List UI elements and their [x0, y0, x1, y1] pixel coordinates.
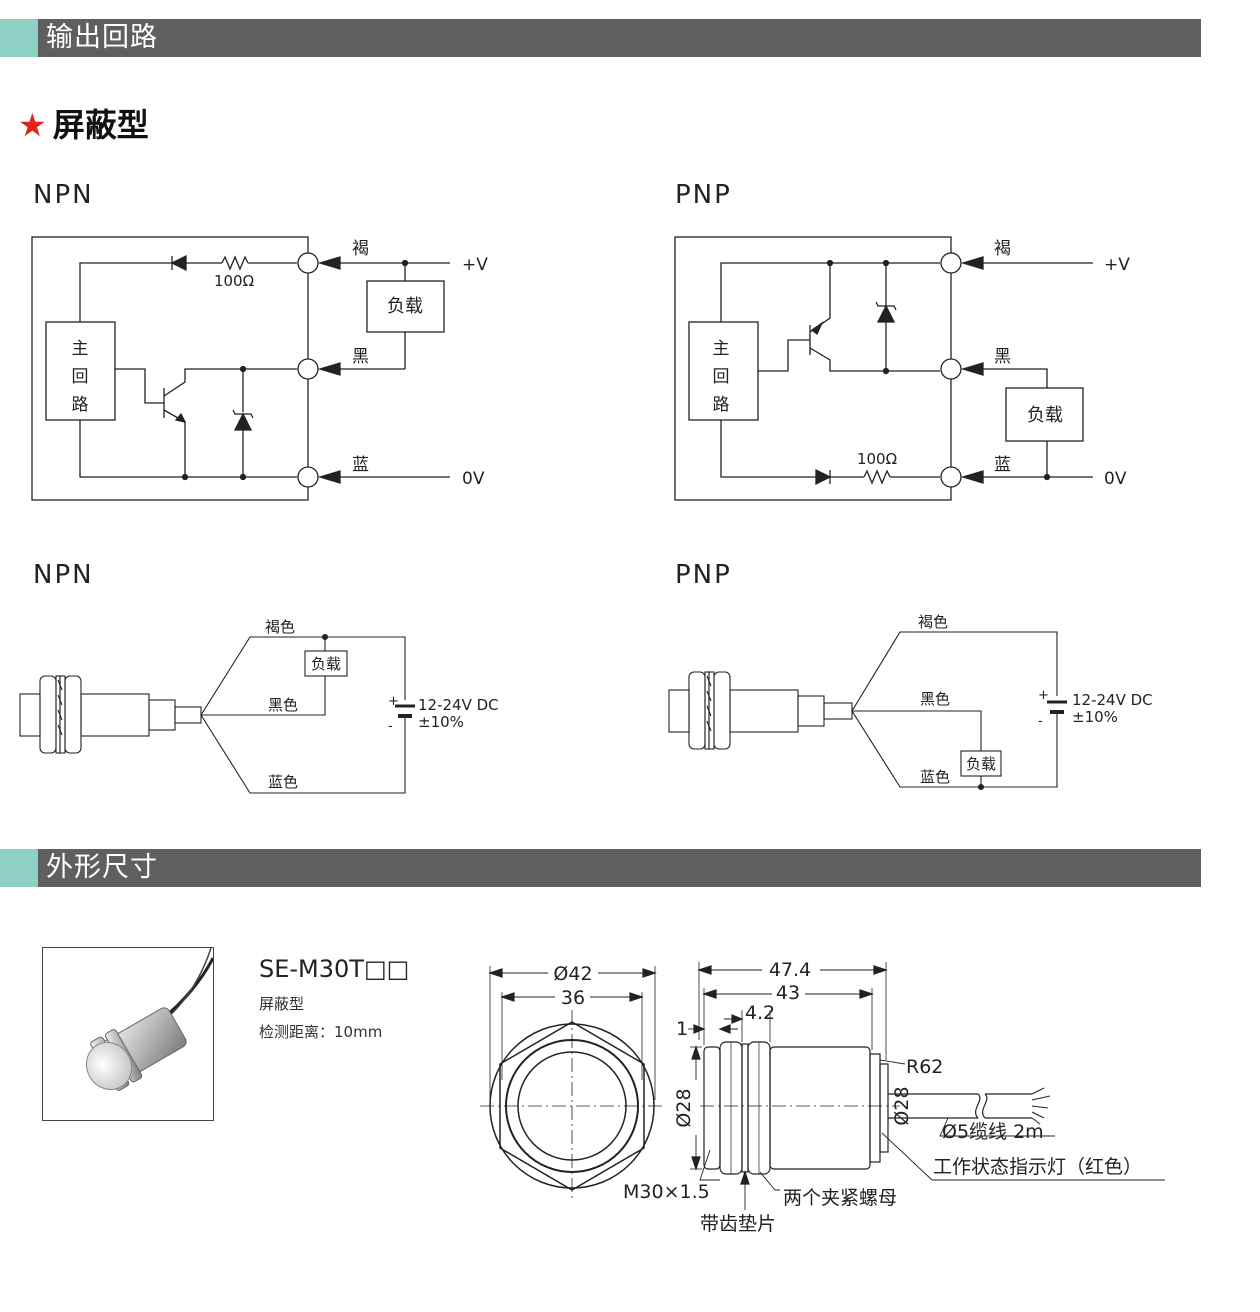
pnp-wiring-label: PNP	[675, 560, 732, 590]
npn-wiring-label: NPN	[33, 560, 94, 590]
section-accent	[0, 849, 38, 887]
dim-l474: 47.4	[769, 959, 811, 981]
npn-main-2: 回	[72, 367, 89, 387]
section-bar-dimensions: 外形尺寸	[0, 849, 1201, 887]
pnp-wiring-black: 黑色	[920, 690, 950, 708]
pnp-plusv-label: +V	[1104, 255, 1130, 275]
section-title-output: 输出回路	[46, 22, 158, 53]
product-type: 屏蔽型	[259, 995, 305, 1013]
product-model: SE-M30T□□	[259, 955, 410, 983]
npn-resistor-icon	[221, 255, 249, 271]
npn-blue-label: 蓝	[352, 455, 369, 475]
pnp-black-label: 黑	[994, 347, 1011, 367]
dim-one: 1	[676, 1018, 688, 1040]
npn-plus: +	[388, 694, 399, 709]
section-title-dimensions: 外形尺寸	[46, 852, 158, 883]
npn-supply-2: ±10%	[418, 713, 464, 731]
npn-wiring-load-box	[304, 650, 348, 677]
product-photo	[42, 947, 215, 1121]
pnp-resistor-label: 100Ω	[857, 450, 897, 468]
dim-nuts: 两个夹紧螺母	[783, 1187, 897, 1209]
dim-d42: Ø42	[553, 963, 592, 985]
npn-main-1: 主	[72, 339, 89, 359]
npn-wiring: 负载 + - 12-24V DC ±10% 褐色 黑色 蓝色	[19, 618, 499, 794]
npn-supply-1: 12-24V DC	[418, 696, 499, 714]
pnp-plus: +	[1038, 688, 1049, 703]
npn-resistor-label: 100Ω	[214, 272, 254, 290]
pnp-supply-2: ±10%	[1072, 708, 1118, 726]
pnp-main-3: 路	[713, 395, 730, 415]
npn-load-label: 负载	[387, 296, 423, 317]
npn-minus: -	[388, 719, 393, 734]
section-bar-output: 输出回路	[0, 19, 1201, 57]
pnp-load-label: 负载	[1027, 405, 1063, 426]
pnp-wiring: 负载 + - 12-24V DC ±10% 褐色 黑色 蓝色	[668, 613, 1153, 791]
npn-wiring-brown: 褐色	[265, 618, 295, 636]
side-view	[688, 962, 1165, 1210]
npn-wiring-black: 黑色	[268, 696, 298, 714]
sensor-photo-icon	[85, 947, 215, 1091]
npn-load-box	[366, 280, 445, 333]
star-icon: ★	[18, 106, 47, 144]
pnp-blue-label: 蓝	[994, 455, 1011, 475]
pnp-main-2: 回	[713, 367, 730, 387]
dim-thread: M30×1.5	[623, 1181, 710, 1203]
npn-zerov-label: 0V	[462, 469, 485, 489]
dim-r62: R62	[906, 1056, 943, 1078]
pnp-minus: -	[1038, 714, 1043, 729]
npn-brown-label: 褐	[352, 239, 369, 259]
pnp-load-box	[1005, 387, 1084, 442]
npn-circuit-label: NPN	[33, 180, 94, 210]
dim-indicator: 工作状态指示灯（红色）	[933, 1156, 1142, 1178]
dim-l43: 43	[776, 982, 800, 1004]
npn-wiring-blue: 蓝色	[268, 773, 298, 791]
pnp-circuit: 主 回 路 100Ω 褐 黑	[674, 236, 1130, 501]
npn-main-3: 路	[72, 395, 89, 415]
pnp-circuit-label: PNP	[675, 180, 732, 210]
pnp-zerov-label: 0V	[1104, 469, 1127, 489]
pnp-wiring-load: 负载	[966, 755, 996, 773]
dim-cable: Ø5缆线 2m	[942, 1121, 1044, 1143]
npn-plusv-label: +V	[462, 255, 488, 275]
pnp-diode-icon	[815, 468, 832, 486]
section-accent	[0, 19, 38, 57]
front-view	[480, 966, 664, 1200]
dim-l42: 4.2	[745, 1002, 775, 1024]
dim-washer: 带齿垫片	[700, 1213, 776, 1235]
dim-d36: 36	[561, 987, 585, 1009]
pnp-wiring-blue: 蓝色	[920, 768, 950, 786]
section-band	[38, 19, 1201, 57]
shielded-heading: ★屏蔽型	[18, 100, 149, 146]
pnp-wiring-brown: 褐色	[918, 613, 948, 631]
npn-wiring-load: 负载	[311, 655, 341, 673]
dim-d28-right: Ø28	[891, 1086, 913, 1125]
pnp-wiring-load-box	[960, 750, 1002, 777]
product-distance: 检测距离：10mm	[259, 1023, 383, 1041]
dim-d28-left: Ø28	[673, 1088, 695, 1127]
shielded-heading-text: 屏蔽型	[52, 106, 149, 144]
circuit-diagrams: 主 回 路 100Ω 褐	[19, 236, 1153, 794]
pnp-resistor-icon	[863, 469, 891, 485]
pnp-brown-label: 褐	[994, 239, 1011, 259]
npn-black-label: 黑	[352, 347, 369, 367]
npn-circuit: 主 回 路 100Ω 褐	[31, 236, 488, 501]
pnp-supply-1: 12-24V DC	[1072, 691, 1153, 709]
section-band	[38, 849, 1201, 887]
pnp-main-1: 主	[713, 339, 730, 359]
